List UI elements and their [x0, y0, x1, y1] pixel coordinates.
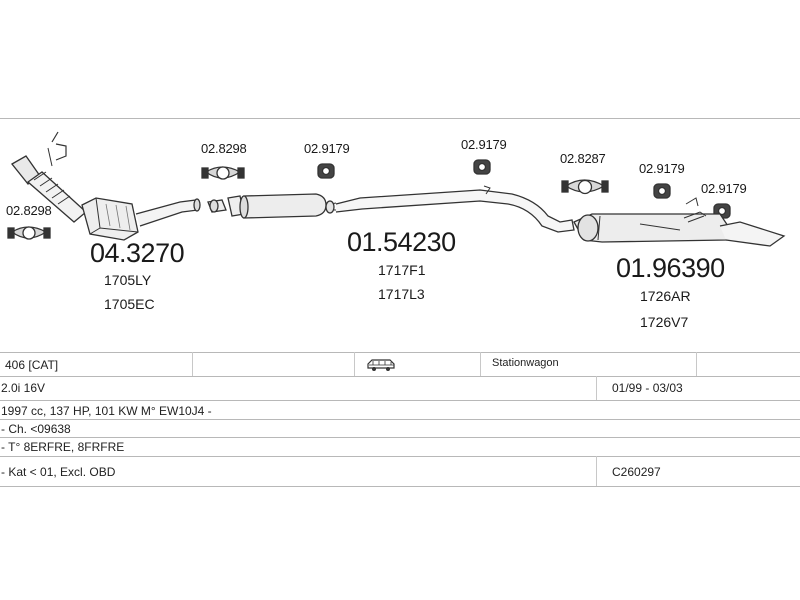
ring-rear1-code[interactable]: 02.9179	[639, 161, 685, 176]
clamp-mid-code[interactable]: 02.8298	[201, 141, 247, 156]
table-rule-6	[0, 486, 800, 487]
col-sep-1	[192, 352, 193, 376]
exhaust-system-diagram	[7, 131, 786, 247]
clamp-rear-code[interactable]: 02.8287	[560, 151, 606, 166]
rubber-ring-rear2-icon	[713, 203, 731, 219]
ring-mid2-code[interactable]: 02.9179	[461, 137, 507, 152]
clamp-left-icon	[7, 226, 51, 240]
rear-silencer-ref1: 1726AR	[640, 288, 691, 304]
vehicle-body-type: Stationwagon	[492, 357, 559, 369]
table-rule-5	[0, 456, 800, 457]
catalytic-converter	[81, 197, 201, 241]
col-sep-5	[596, 376, 597, 400]
station-wagon-icon	[367, 359, 395, 371]
vehicle-notes: - Kat < 01, Excl. OBD	[1, 465, 116, 479]
rubber-ring-mid2-icon	[473, 159, 491, 175]
clamp-left-code[interactable]: 02.8298	[6, 203, 52, 218]
col-sep-6	[596, 456, 597, 486]
rubber-ring-rear1-icon	[653, 183, 671, 199]
table-rule-1	[0, 376, 800, 377]
rear-silencer-ref2: 1726V7	[640, 314, 689, 330]
vehicle-engine: 2.0i 16V	[1, 381, 46, 395]
middle-silencer	[207, 185, 575, 233]
table-rule-0	[0, 352, 800, 353]
table-rule-2	[0, 400, 800, 401]
vehicle-type-codes: - T° 8ERFRE, 8FRFRE	[1, 440, 125, 454]
ring-rear2-code[interactable]: 02.9179	[701, 181, 747, 196]
catalytic-converter-code[interactable]: 04.3270	[90, 238, 185, 268]
vehicle-specs: 1997 cc, 137 HP, 101 KW M° EW10J4 -	[1, 404, 212, 418]
clamp-rear-icon	[561, 179, 609, 195]
clamp-mid-icon	[201, 166, 245, 180]
top-rule	[0, 118, 800, 119]
col-sep-4	[696, 352, 697, 376]
vehicle-model: 406 [CAT]	[5, 358, 59, 372]
ring-mid1-code[interactable]: 02.9179	[304, 141, 350, 156]
vehicle-period: 01/99 - 03/03	[612, 381, 683, 395]
rear-silencer	[573, 197, 786, 247]
col-sep-3	[480, 352, 481, 376]
catalytic-converter-ref2: 1705EC	[104, 296, 155, 312]
vehicle-chassis: - Ch. <09638	[1, 422, 71, 436]
flex-pipe	[11, 131, 87, 223]
middle-silencer-code[interactable]: 01.54230	[347, 227, 456, 257]
middle-silencer-ref2: 1717L3	[378, 286, 425, 302]
vehicle-ref-code: C260297	[612, 465, 661, 479]
middle-silencer-ref1: 1717F1	[378, 262, 426, 278]
table-rule-4	[0, 437, 800, 438]
rear-silencer-code[interactable]: 01.96390	[616, 253, 725, 283]
catalytic-converter-ref1: 1705LY	[104, 272, 152, 288]
col-sep-2	[354, 352, 355, 376]
table-rule-3	[0, 419, 800, 420]
rubber-ring-mid1-icon	[317, 163, 335, 179]
